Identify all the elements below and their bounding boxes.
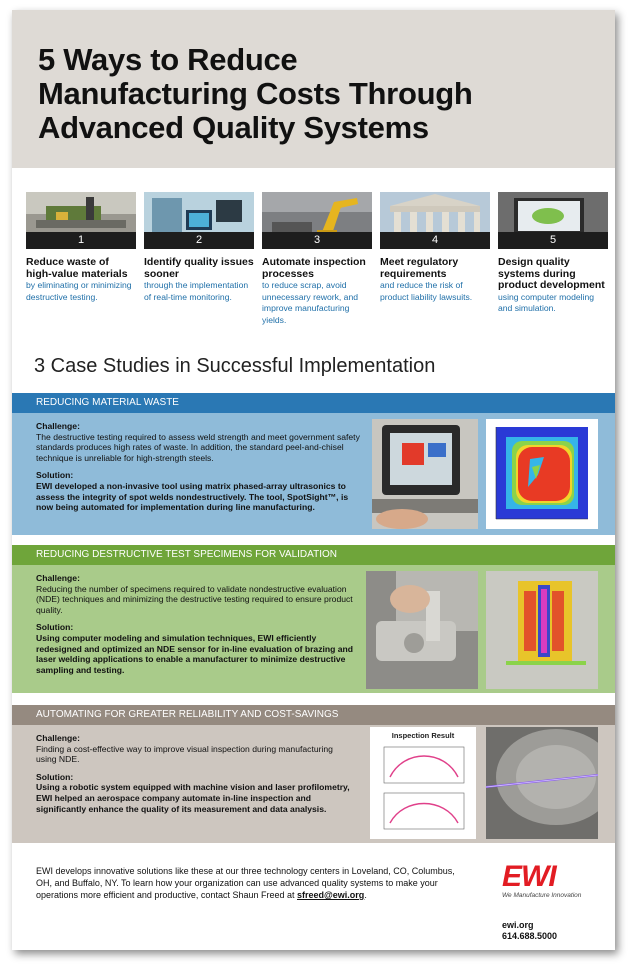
way-3-number: 3 [262,232,372,249]
case-3-photo [486,727,598,839]
logo-tagline: We Manufacture Innovation [502,892,582,899]
way-5-image: 5 [498,192,608,249]
header-band: 5 Ways to Reduce Manufacturing Costs Thr… [12,10,615,168]
way-3-title: Automate inspection processes [262,256,366,280]
case-2-solution-label: Solution: [36,622,74,633]
case-2-challenge-label: Challenge: [36,573,80,583]
case-1-bar: Reducing Material Waste [12,393,615,413]
email-link[interactable]: sfreed@ewi.org [297,890,365,900]
case-1-photo [372,419,478,529]
case-studies-heading: 3 Case Studies in Successful Implementat… [34,355,436,377]
case-3-solution: Using a robotic system equipped with mac… [36,782,350,814]
way-5-title: Design quality systems during product de… [498,256,605,291]
way-2-title: Identify quality issues sooner [144,256,254,280]
case-3-bar: Automating for Greater Reliability and C… [12,705,615,725]
case-2-challenge: Reducing the number of specimens require… [36,583,353,615]
title-line-2: Manufacturing Costs Through [38,76,473,111]
way-3-image: 3 [262,192,372,249]
way-4: 4 Meet regulatory requirements and reduc… [380,192,490,303]
way-1-desc: by eliminating or minimizing destructive… [26,280,132,302]
case-2-text: Challenge: Reducing the number of specim… [36,573,362,675]
case-2-bar: Reducing Destructive Test Specimens for … [12,545,615,565]
way-2-number: 2 [144,232,254,249]
page-title: 5 Ways to Reduce Manufacturing Costs Thr… [38,43,608,145]
way-5: 5 Design quality systems during product … [498,192,608,315]
footer-body: EWI develops innovative solutions like t… [36,866,455,900]
case-1-challenge-label: Challenge: [36,421,80,431]
case-1-solution: EWI developed a non-invasive tool using … [36,480,349,513]
title-line-3: Advanced Quality Systems [38,110,429,145]
case-3-challenge-label: Challenge: [36,733,80,743]
case-2-solution: Using computer modeling and simulation t… [36,632,354,675]
way-4-number: 4 [380,232,490,249]
way-1-number: 1 [26,232,136,249]
inspection-result-title: Inspection Result [391,731,455,740]
way-5-number: 5 [498,232,608,249]
poster: 5 Ways to Reduce Manufacturing Costs Thr… [12,10,615,950]
case-1-solution-label: Solution: [36,470,74,481]
case-3-challenge: Finding a cost-effective way to improve … [36,743,333,765]
phone-number: 614.688.5000 [502,931,558,941]
case-3-inspection-chart: Inspection Result [370,727,476,839]
case-1-challenge: The destructive testing required to asse… [36,431,360,463]
contact-block: ewi.org 614.688.5000 [502,920,557,942]
website-link[interactable]: ewi.org [502,920,534,930]
case-3-solution-label: Solution: [36,771,74,782]
title-line-1: 5 Ways to Reduce [38,42,298,77]
case-1-heatmap [486,419,598,529]
way-3-desc: to reduce scrap, avoid unnecessary rewor… [262,280,359,325]
way-2-desc: through the implementation of real-time … [144,280,249,302]
way-1-image: 1 [26,192,136,249]
ewi-logo: EWI [502,860,557,894]
case-2-photo [366,571,478,689]
way-5-desc: using computer modeling and simulation. [498,291,595,314]
case-1-text: Challenge: The destructive testing requi… [36,421,366,513]
way-1-title: Reduce waste of high-value materials [26,256,128,280]
way-2-image: 2 [144,192,254,249]
footer-text: EWI develops innovative solutions like t… [36,865,466,901]
five-ways: 1 Reduce waste of high-value materials b… [12,192,615,352]
way-1: 1 Reduce waste of high-value materials b… [26,192,136,303]
way-4-image: 4 [380,192,490,249]
logo-wordmark: EWI [502,860,557,893]
case-3-text: Challenge: Finding a cost-effective way … [36,733,354,814]
footer-period: . [364,890,367,900]
way-4-title: Meet regulatory requirements [380,256,459,280]
case-2-simulation [486,571,598,689]
way-2: 2 Identify quality issues sooner through… [144,192,254,303]
way-3: 3 Automate inspection processes to reduc… [262,192,372,326]
way-4-desc: and reduce the risk of product liability… [380,280,473,302]
